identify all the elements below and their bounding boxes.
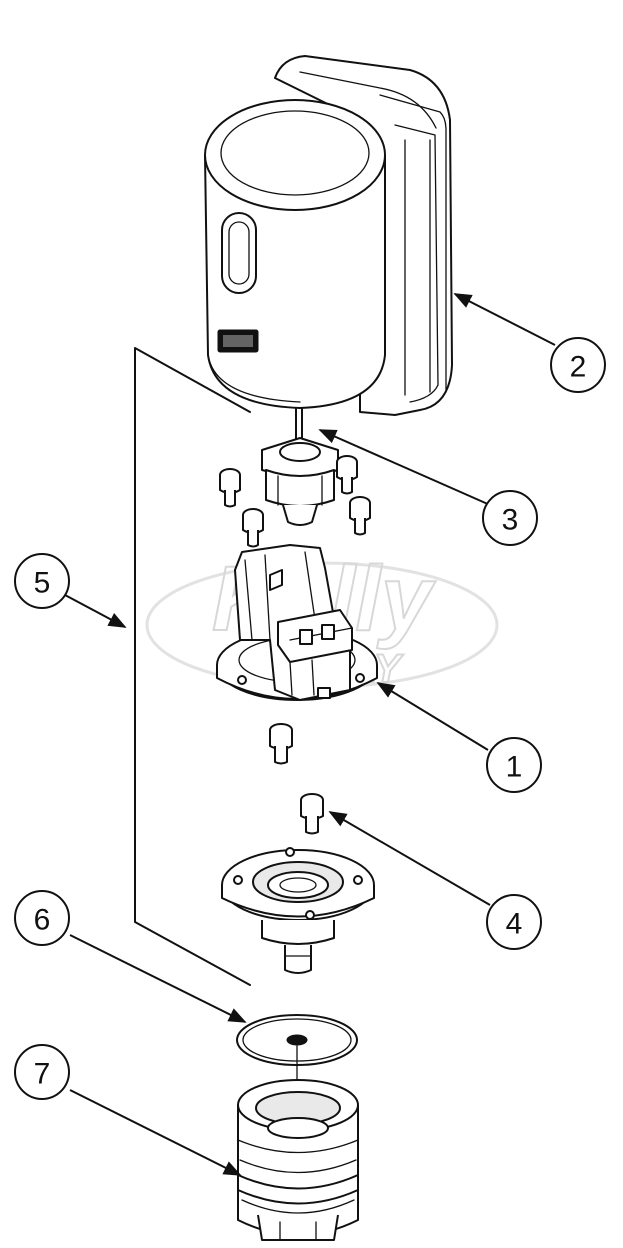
screw-top-right <box>336 455 358 495</box>
callout-4: 4 <box>486 894 542 950</box>
screw-top-left <box>219 468 241 508</box>
callout-label-6: 6 <box>34 904 51 937</box>
part-3-cable <box>295 407 303 441</box>
callout-1: 1 <box>486 737 542 793</box>
callout-6: 6 <box>14 890 70 946</box>
callout-label-3: 3 <box>502 504 519 537</box>
leader-5 <box>64 594 127 628</box>
part-7-cartridge <box>237 1079 359 1241</box>
callout-label-1: 1 <box>506 751 523 784</box>
leader-6 <box>69 934 247 1023</box>
callout-label-4: 4 <box>506 908 523 941</box>
callout-3: 3 <box>482 490 538 546</box>
callout-label-7: 7 <box>34 1058 51 1091</box>
screw-mid-left <box>242 508 264 548</box>
leader-2 <box>453 293 556 346</box>
valve-flange-adapter <box>221 847 375 974</box>
callout-5: 5 <box>14 553 70 609</box>
screw-below-bracket <box>269 723 293 765</box>
screw-mid-right <box>349 496 371 536</box>
leader-7 <box>69 1089 242 1176</box>
leader-3 <box>318 429 491 506</box>
callout-label-2: 2 <box>570 351 587 384</box>
part-4-screw <box>300 793 324 835</box>
part-2-sensor-housing <box>204 55 453 416</box>
part-5-cover-line <box>134 347 251 986</box>
callout-7: 7 <box>14 1044 70 1100</box>
part-1-mounting-bracket <box>216 544 378 701</box>
callout-2: 2 <box>550 337 606 393</box>
leader-1 <box>376 682 489 751</box>
leader-lines <box>64 293 556 1176</box>
leader-4 <box>328 811 491 906</box>
solenoid-adapter <box>261 437 339 526</box>
callout-label-5: 5 <box>34 567 51 600</box>
part-6-gasket <box>236 1014 358 1116</box>
